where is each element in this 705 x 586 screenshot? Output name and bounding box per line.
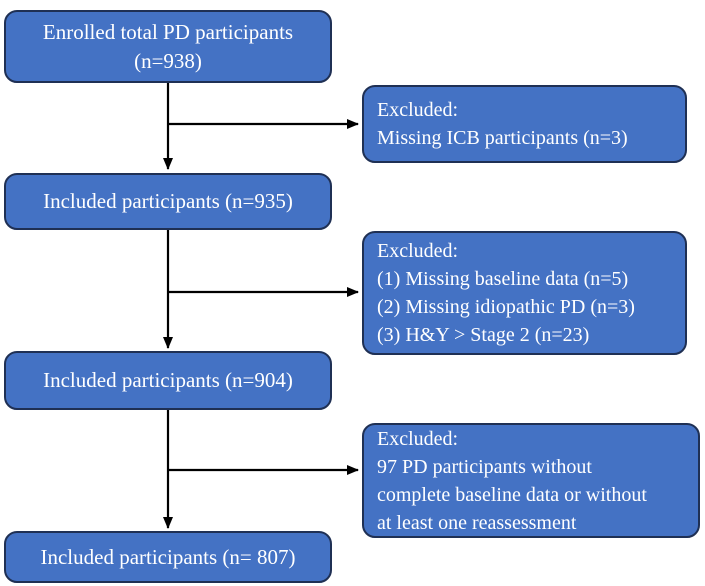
- node-text-line: (1) Missing baseline data (n=5): [377, 268, 629, 290]
- node-included-904: Included participants (n=904): [4, 351, 332, 410]
- node-text-line: (3) H&Y > Stage 2 (n=23): [377, 324, 590, 346]
- node-text-line: Excluded:: [377, 427, 459, 450]
- node-text-line: Excluded:: [377, 99, 459, 121]
- node-included-807: Included participants (n= 807): [4, 531, 332, 583]
- node-text-line: Included participants (n=935): [43, 189, 293, 213]
- node-text-line: (2) Missing idiopathic PD (n=3): [377, 296, 635, 318]
- node-excluded-baseline-idiopathic-hy: Excluded: (1) Missing baseline data (n=5…: [362, 231, 687, 355]
- node-enrolled-total: Enrolled total PD participants (n=938): [4, 10, 332, 83]
- node-text-line: 97 PD participants without: [377, 455, 592, 478]
- node-text-line: Included participants (n=904): [43, 368, 293, 392]
- node-excluded-incomplete-reassessment: Excluded: 97 PD participants without com…: [362, 423, 700, 538]
- node-text-line: at least one reassessment: [377, 511, 577, 534]
- node-text-line: complete baseline data or without: [377, 483, 647, 506]
- node-text-line: (n=938): [134, 48, 202, 73]
- node-excluded-missing-icb: Excluded: Missing ICB participants (n=3): [362, 85, 687, 163]
- node-text-line: Included participants (n= 807): [40, 544, 296, 569]
- node-text-line: Excluded:: [377, 240, 459, 262]
- node-included-935: Included participants (n=935): [4, 173, 332, 230]
- node-text-line: Enrolled total PD participants: [42, 19, 294, 44]
- node-text-line: Missing ICB participants (n=3): [377, 127, 628, 149]
